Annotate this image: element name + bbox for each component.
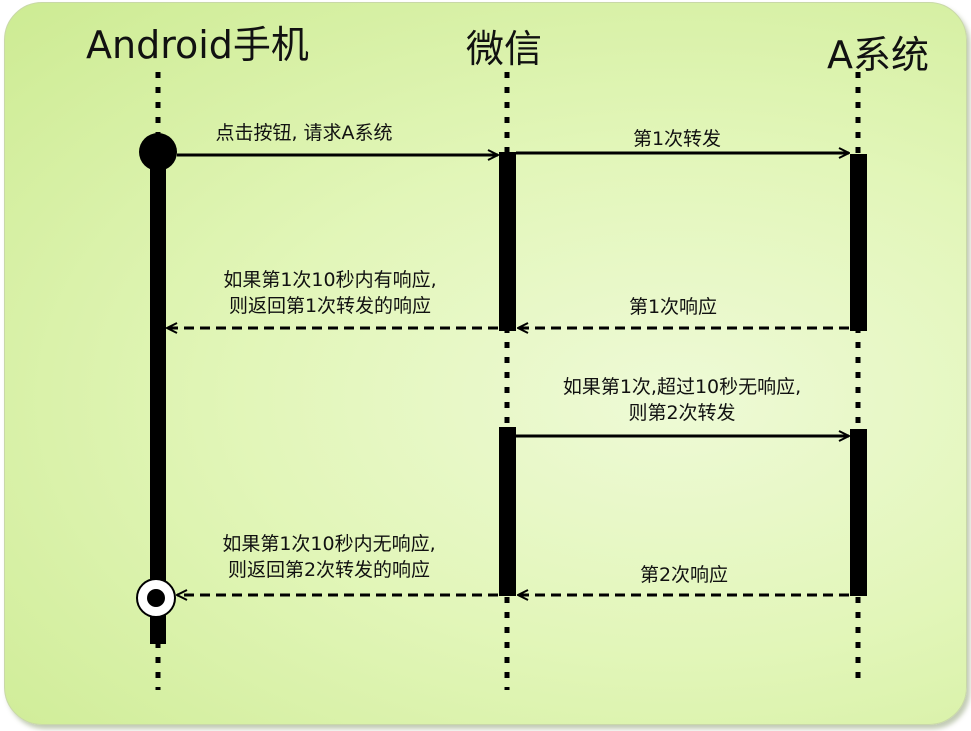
activation-bar-system-a-1 xyxy=(850,154,867,331)
actor-android-label: Android手机 xyxy=(86,23,309,67)
message-label-return-first: 如果第1次10秒内有响应, 则返回第1次转发的响应 xyxy=(223,268,436,319)
message-label-timeout-second-forward: 如果第1次,超过10秒无响应, 则第2次转发 xyxy=(563,375,801,426)
message-label-click-request: 点击按钮, 请求A系统 xyxy=(215,122,393,144)
message-label-return-first-line1: 如果第1次10秒内有响应, xyxy=(223,269,437,291)
activation-bar-system-a-2 xyxy=(850,429,867,596)
activation-bar-android xyxy=(150,152,166,644)
message-label-second-response: 第2次响应 xyxy=(639,564,729,586)
message-label-return-first-line2: 则返回第1次转发的响应 xyxy=(228,294,432,317)
initial-node-icon xyxy=(139,133,177,171)
message-label-return-second-line1: 如果第1次10秒内无响应, xyxy=(222,533,436,555)
actor-wechat-label: 微信 xyxy=(466,27,543,71)
message-label-first-response: 第1次响应 xyxy=(628,296,718,318)
message-label-return-second-line2: 则返回第2次转发的响应 xyxy=(227,558,431,581)
actor-system-a-label: A系统 xyxy=(827,33,929,77)
message-label-return-second: 如果第1次10秒内无响应, 则返回第2次转发的响应 xyxy=(222,532,435,583)
message-label-timeout-line1: 如果第1次,超过10秒无响应, xyxy=(562,376,802,398)
message-label-timeout-line2: 则第2次转发 xyxy=(628,401,736,424)
activation-bar-wechat-1 xyxy=(499,152,516,331)
final-node-inner-icon xyxy=(147,589,165,607)
activation-bar-wechat-2 xyxy=(499,427,516,596)
message-label-first-forward: 第1次转发 xyxy=(632,128,722,150)
